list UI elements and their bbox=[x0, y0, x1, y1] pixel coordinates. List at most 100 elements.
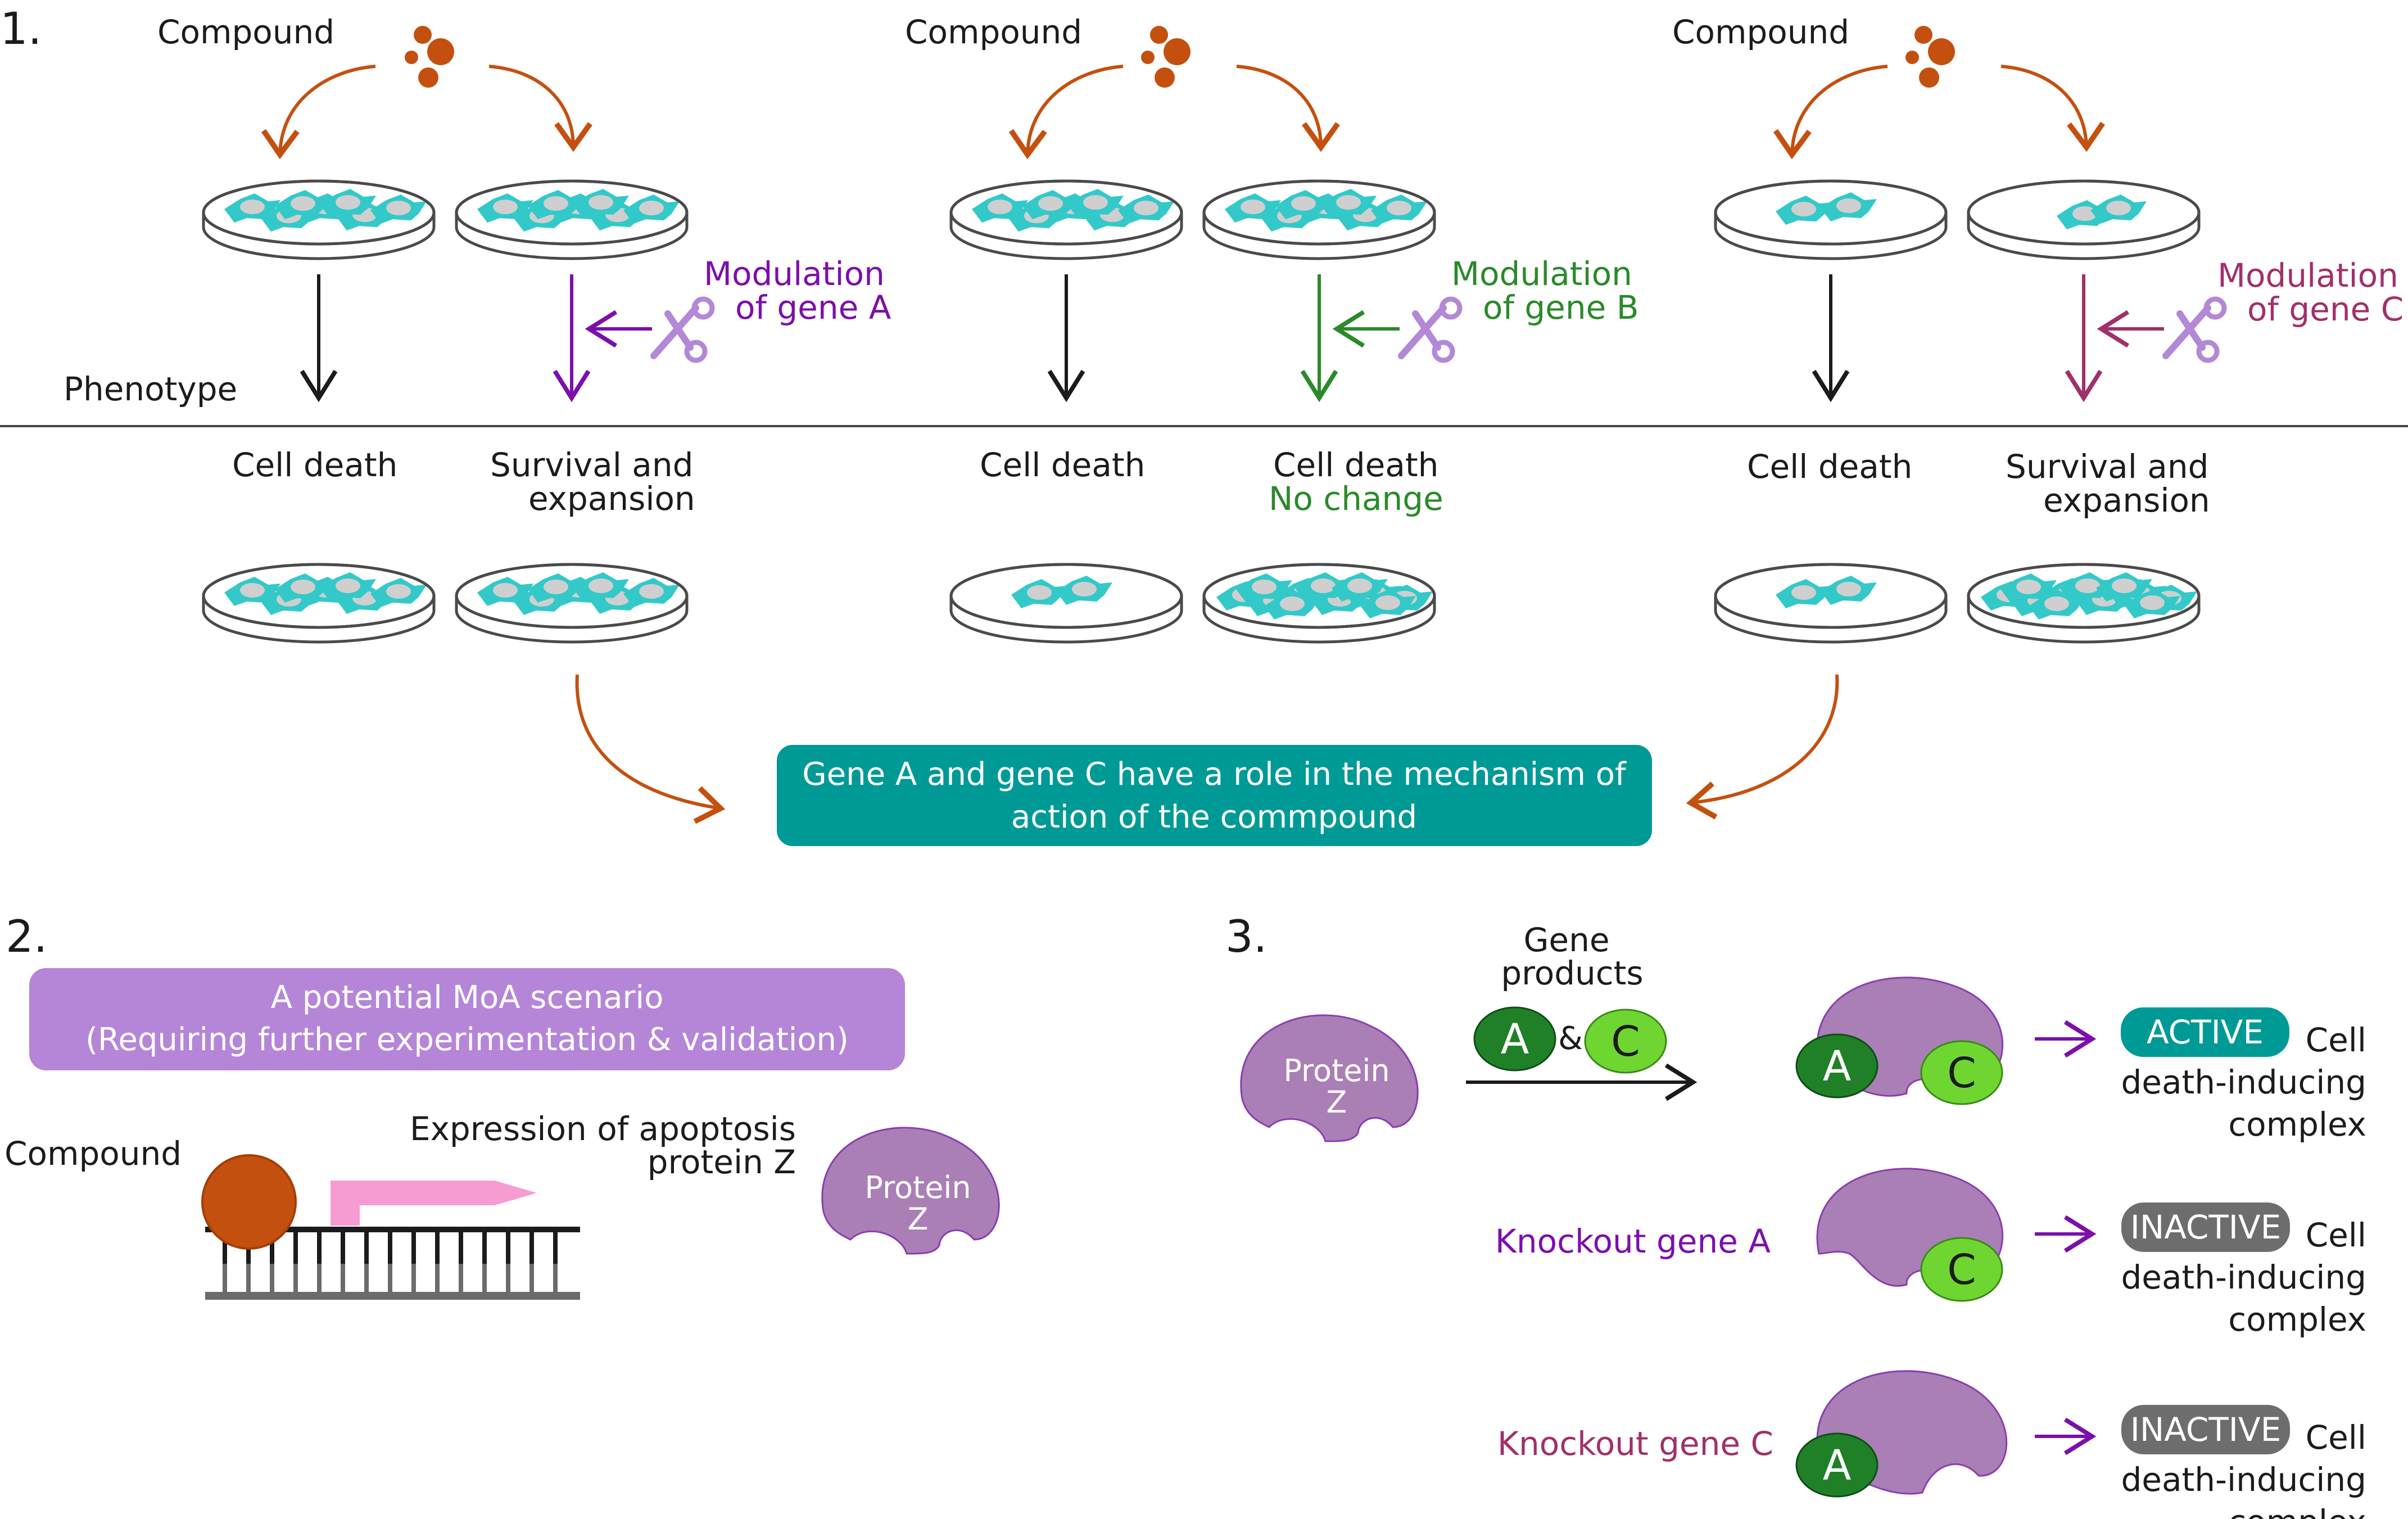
dna-icon bbox=[205, 1227, 580, 1300]
panel3-number: 3. bbox=[1225, 912, 1267, 962]
gene-product-c-icon: C bbox=[1920, 1237, 2003, 1302]
status-row: INACTIVE Cell death-inducing complex bbox=[2035, 1202, 2366, 1339]
result-right-c-1: Survival and bbox=[2006, 447, 2208, 486]
scissors-icon bbox=[650, 296, 715, 363]
petri-dish-icon bbox=[1714, 179, 1948, 260]
conclusion-line-2: action of the commpound bbox=[1011, 799, 1417, 835]
status-badge-label: ACTIVE bbox=[2147, 1013, 2264, 1051]
gene-product-a-icon: A bbox=[1473, 1006, 1556, 1072]
curved-arrow-icon bbox=[1773, 65, 1888, 160]
complex-desc-3: complex bbox=[2228, 1105, 2366, 1143]
modulation-gene-b: of gene B bbox=[1483, 288, 1639, 327]
petri-dish-icon bbox=[1967, 179, 2201, 260]
gene-a-letter: A bbox=[1823, 1441, 1852, 1490]
phenotype-label: Phenotype bbox=[64, 370, 237, 408]
curved-arrow-icon bbox=[261, 65, 376, 160]
gene-product-c-icon: C bbox=[1920, 1040, 2003, 1105]
complex-desc-3: complex bbox=[2228, 1300, 2366, 1339]
expression-line-1: Expression of apoptosis bbox=[410, 1110, 796, 1148]
gene-products-line-2: products bbox=[1501, 954, 1643, 992]
expression-line-2: protein Z bbox=[648, 1143, 796, 1181]
curved-arrow-icon bbox=[1008, 65, 1124, 160]
petri-dish-icon bbox=[202, 179, 436, 260]
protein-icon: Protein Z bbox=[1240, 1014, 1419, 1142]
status-row: INACTIVE Cell death-inducing complex bbox=[2035, 1405, 2366, 1519]
scenario-line-1: A potential MoA scenario bbox=[271, 979, 664, 1016]
modulation-gene-a: of gene A bbox=[735, 288, 891, 327]
result-right-b-2: No change bbox=[1269, 480, 1443, 518]
scissors-icon bbox=[1398, 296, 1463, 363]
compound-label-c: Compound bbox=[1672, 13, 1849, 51]
gene-c-letter: C bbox=[1947, 1049, 1976, 1097]
compound-dots-icon bbox=[405, 26, 454, 88]
result-right-a-2: expansion bbox=[528, 480, 695, 518]
gene-a-letter: A bbox=[1823, 1042, 1852, 1091]
compound-dots-icon bbox=[1905, 26, 1955, 88]
protein-label-2: Z bbox=[1327, 1084, 1347, 1120]
protein-label-1: Protein bbox=[1283, 1053, 1389, 1088]
experiment-c: Compound Modulation of gene C Cell death… bbox=[1672, 13, 2404, 644]
curved-arrow-icon bbox=[488, 65, 592, 152]
experiment-b: Compound Modulation of gene B Cell death… bbox=[905, 13, 1639, 644]
petri-dish-icon bbox=[202, 563, 436, 644]
panel2-number: 2. bbox=[6, 912, 47, 962]
gene-products-line-1: Gene bbox=[1523, 921, 1609, 959]
scenario-box: A potential MoA scenario (Requiring furt… bbox=[29, 968, 905, 1070]
complex-inactive-a: C bbox=[1816, 1168, 2003, 1302]
gene-c-letter: C bbox=[1611, 1018, 1640, 1066]
gene-product-a-icon: A bbox=[1795, 1033, 1879, 1098]
result-left-c: Cell death bbox=[1747, 447, 1912, 486]
complex-desc-2: death-inducing bbox=[2121, 1063, 2366, 1101]
protein-label-1: Protein bbox=[864, 1170, 971, 1205]
status-badge bbox=[2121, 1202, 2290, 1252]
status-badge bbox=[2121, 1405, 2290, 1454]
compound-molecule-icon bbox=[201, 1154, 297, 1250]
panel1-number: 1. bbox=[0, 4, 42, 55]
scenario-line-2: (Requiring further experimentation & val… bbox=[85, 1021, 849, 1058]
modulation-gene-c: of gene C bbox=[2247, 290, 2404, 328]
conclusion-box: Gene A and gene C have a role in the mec… bbox=[777, 745, 1652, 846]
complex-desc-1: Cell bbox=[2306, 1021, 2366, 1059]
result-left-a: Cell death bbox=[232, 446, 397, 484]
compound-label-2: Compound bbox=[4, 1134, 182, 1173]
petri-dish-icon bbox=[1967, 563, 2201, 644]
complex-desc-1: Cell bbox=[2306, 1418, 2366, 1457]
knockout-gene-c-label: Knockout gene C bbox=[1497, 1425, 1773, 1463]
curved-arrow-icon bbox=[575, 674, 726, 824]
status-badge-label: INACTIVE bbox=[2130, 1410, 2282, 1449]
complex-desc-2: death-inducing bbox=[2121, 1461, 2366, 1499]
protein-icon: Protein Z bbox=[821, 1127, 1000, 1255]
protein-label-2: Z bbox=[908, 1201, 929, 1237]
complex-desc-3: complex bbox=[2228, 1503, 2366, 1519]
compound-label-a: Compound bbox=[157, 13, 334, 51]
petri-dish-icon bbox=[949, 563, 1183, 644]
ampersand: & bbox=[1558, 1020, 1583, 1057]
promoter-arrow-icon bbox=[331, 1181, 537, 1226]
experiment-a: Compound Modulation of gene A Cell death… bbox=[157, 13, 891, 644]
curved-arrow-icon bbox=[1686, 674, 1839, 820]
petri-dish-icon bbox=[949, 179, 1183, 260]
knockout-gene-a-label: Knockout gene A bbox=[1495, 1222, 1771, 1260]
curved-arrow-icon bbox=[1236, 65, 1340, 152]
compound-label-b: Compound bbox=[905, 13, 1082, 51]
scissors-icon bbox=[2162, 296, 2227, 363]
result-right-a-1: Survival and bbox=[490, 446, 693, 484]
gene-product-a-icon: A bbox=[1795, 1432, 1879, 1498]
compound-dots-icon bbox=[1141, 26, 1191, 88]
petri-dish-icon bbox=[1202, 563, 1436, 644]
complex-desc-1: Cell bbox=[2306, 1216, 2366, 1254]
modulation-label-b: Modulation bbox=[1451, 255, 1632, 293]
petri-dish-icon bbox=[455, 563, 689, 644]
gene-product-c-icon: C bbox=[1584, 1009, 1667, 1074]
complex-active: A C bbox=[1795, 976, 2003, 1105]
complex-desc-2: death-inducing bbox=[2121, 1258, 2366, 1296]
curved-arrow-icon bbox=[2000, 65, 2105, 152]
modulation-label-c: Modulation bbox=[2217, 256, 2398, 295]
status-badge-label: INACTIVE bbox=[2130, 1208, 2282, 1246]
petri-dish-icon bbox=[455, 179, 689, 260]
modulation-label-a: Modulation bbox=[704, 255, 885, 293]
complex-inactive-c: A bbox=[1795, 1370, 2008, 1498]
result-left-b: Cell death bbox=[980, 446, 1145, 484]
status-row: ACTIVE Cell death-inducing complex bbox=[2035, 1007, 2366, 1143]
